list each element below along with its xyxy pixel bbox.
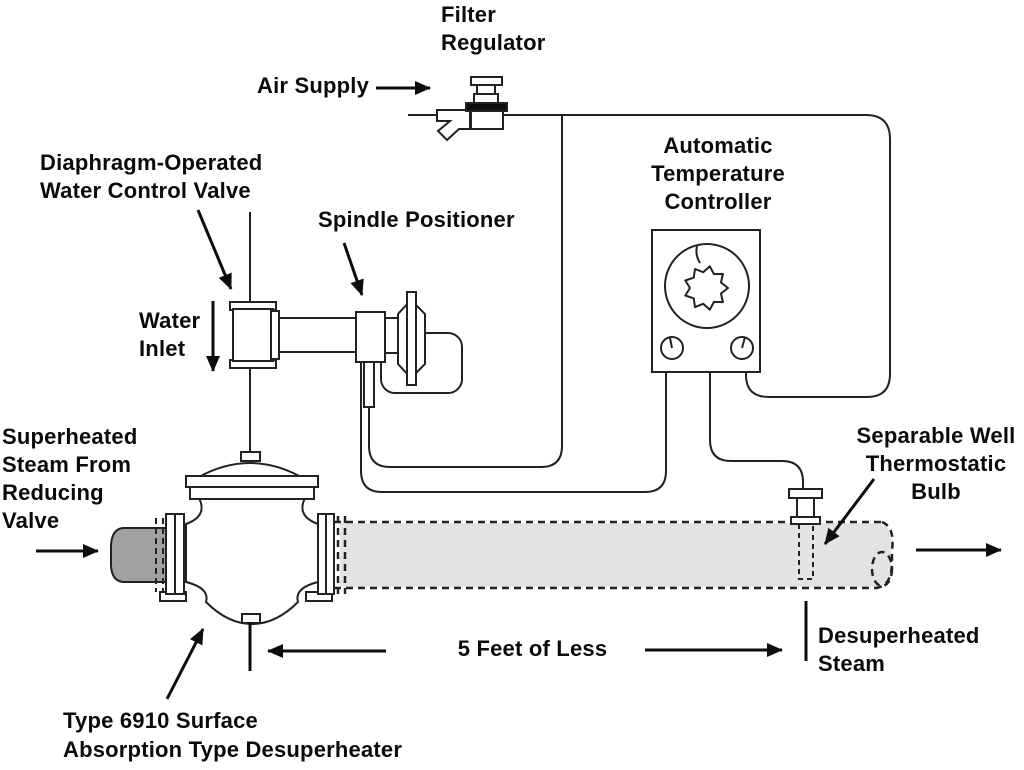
- regulator-block: [473, 93, 499, 104]
- pipe-end-bump: [870, 550, 894, 588]
- pipe-end-cap: [875, 520, 894, 590]
- bulb-stem: [796, 497, 815, 518]
- label-spindle-positioner: Spindle Positioner: [318, 207, 515, 232]
- positioner-stem: [363, 361, 375, 408]
- valve-flange-right: [317, 513, 327, 595]
- spindle-label-arrow: [342, 242, 364, 296]
- spindle-positioner-body: [355, 311, 386, 363]
- arrows: [36, 81, 1002, 700]
- pipe-inlet-flange-dashed: [336, 516, 347, 594]
- air-line-to-positioner: [368, 115, 563, 468]
- label-temperature-controller: Automatic Temperature Controller: [651, 133, 785, 214]
- tubing-lines: [360, 114, 891, 493]
- regulator-cap: [470, 76, 503, 86]
- regulator-body: [470, 110, 504, 130]
- valve-bottom-nub: [241, 613, 261, 624]
- desuperheater-valve: [159, 212, 335, 626]
- label-filter-regulator: Filter Regulator: [441, 2, 546, 55]
- label-desuperheated-steam: Desuperheated Steam: [818, 623, 980, 676]
- valve-bonnet-flange2: [189, 486, 315, 500]
- label-diaphragm-valve: Diaphragm-Operated Water Control Valve: [40, 150, 263, 203]
- pipe-flange: [270, 310, 280, 360]
- bulb-cap: [788, 488, 823, 499]
- air-line-to-controller: [503, 114, 891, 398]
- bulb-base: [790, 516, 821, 525]
- type-label-arrow: [165, 628, 205, 700]
- thermostatic-bulb: [788, 488, 823, 580]
- controller-signal-tube: [360, 363, 667, 493]
- diaphragm-label-arrow: [196, 209, 233, 290]
- regulator-stem: [476, 84, 496, 95]
- label-separable-well: Separable Well Thermostatic Bulb: [856, 423, 1016, 504]
- label-distance: 5 Feet of Less: [457, 636, 608, 661]
- dial-pointer: [695, 245, 701, 264]
- label-desuperheater-type: Type 6910 Surface Absorption Type Desupe…: [63, 708, 403, 762]
- valve-body: [185, 497, 319, 626]
- inlet-pipe: [110, 518, 169, 592]
- valve-flange-right2: [325, 513, 335, 595]
- label-superheated-steam: Superheated Steam From Reducing Valve: [2, 424, 138, 533]
- regulator-band: [465, 102, 508, 112]
- control-valve-body: [232, 308, 274, 362]
- valve-top-nub: [240, 451, 261, 462]
- diaphragm-blade: [406, 291, 417, 386]
- label-air-supply: Air Supply: [257, 73, 370, 98]
- filter-regulator-symbol: [436, 76, 508, 142]
- positioner-coupling: [384, 317, 400, 354]
- temperature-controller: [651, 229, 761, 373]
- dial-cam: [684, 265, 729, 311]
- water-control-valve: [229, 291, 463, 408]
- capillary-tube: [709, 372, 804, 489]
- bulb-label-arrow: [823, 478, 876, 545]
- steam-pipe: [334, 516, 894, 594]
- knob-right-pointer: [741, 336, 746, 349]
- separable-well-dashed: [798, 524, 814, 580]
- inlet-flange-dashed: [155, 518, 164, 592]
- valve-flange-left: [165, 513, 176, 595]
- label-water-inlet: Water Inlet: [139, 308, 201, 361]
- regulator-bracket: [436, 109, 471, 142]
- valve-flange-left2: [174, 513, 185, 595]
- connecting-pipe: [278, 317, 358, 353]
- knob-left-pointer: [669, 337, 673, 349]
- valve-bonnet-flange1: [185, 475, 319, 488]
